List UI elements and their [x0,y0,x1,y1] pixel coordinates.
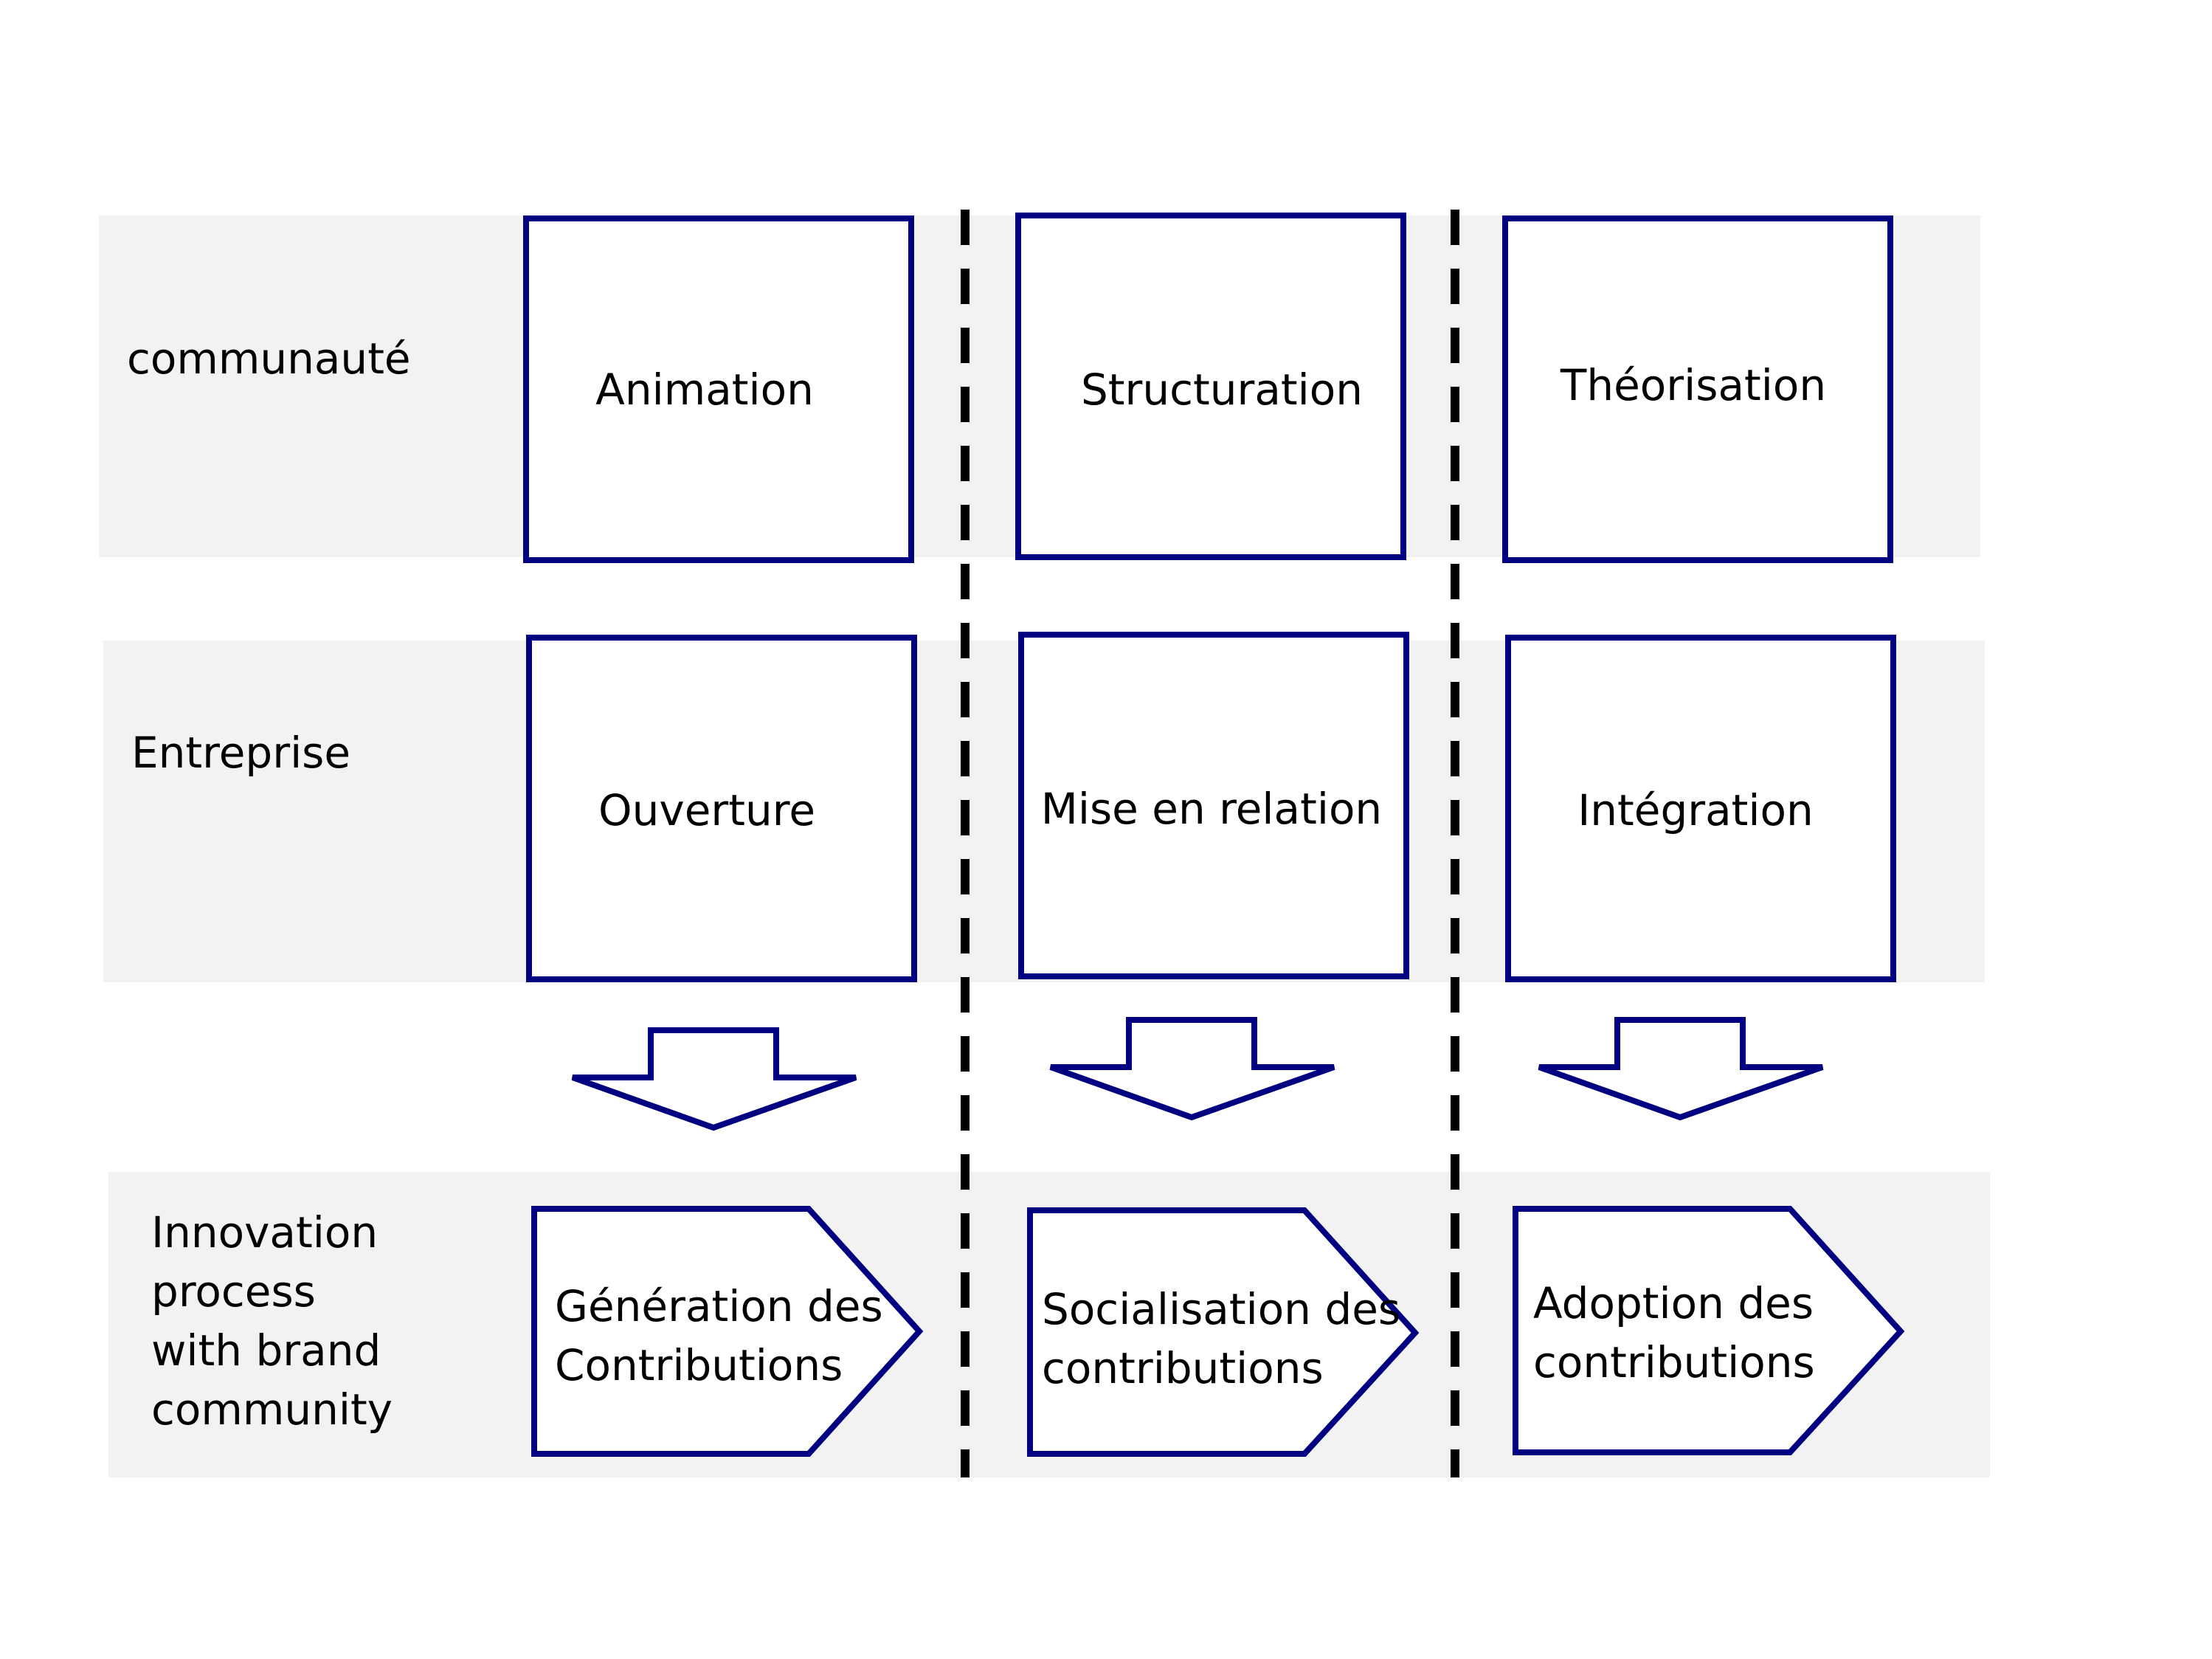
row-label-innovation-process: Innovation process with brand community [151,1207,395,1435]
box-integration [1505,635,1896,982]
pentagon-generation-label: Génération des Contributions [555,1281,896,1390]
pentagon-socialisation [1027,1207,1420,1457]
row-label-communaute: communauté [127,334,411,384]
down-arrow-3 [1538,1017,1824,1121]
row-label-entreprise: Entreprise [131,728,350,778]
down-arrow-2 [1049,1017,1335,1121]
pentagon-generation [531,1206,924,1457]
down-arrow-1 [571,1027,857,1131]
box-integration-label: Intégration [1577,785,1814,835]
pentagon-adoption-label: Adoption des contributions [1533,1278,1827,1387]
box-animation-label: Animation [595,365,814,415]
box-mise-en-relation [1018,632,1409,979]
box-structuration [1015,213,1406,560]
box-theorisation-label: Théorisation [1560,360,1826,410]
box-theorisation [1502,215,1893,563]
pentagon-socialisation-label: Socialisation des contributions [1042,1284,1414,1393]
box-mise-en-relation-label: Mise en relation [1041,784,1382,834]
box-ouverture-label: Ouverture [598,785,815,835]
pentagon-adoption [1513,1206,1905,1455]
box-animation [523,215,914,563]
box-ouverture [526,635,917,982]
box-structuration-label: Structuration [1081,365,1363,415]
